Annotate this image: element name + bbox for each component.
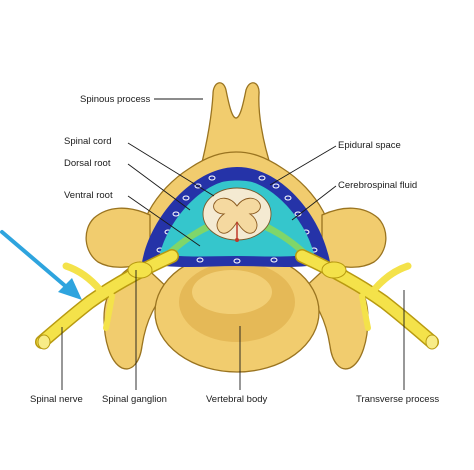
label-spinal-nerve: Spinal nerve [30, 394, 83, 405]
label-spinal-cord: Spinal cord [64, 136, 112, 147]
right-transverse-process-shape [321, 207, 387, 268]
left-nerve-branch-2 [103, 293, 115, 331]
leader-lines [61, 98, 405, 390]
labels: Spinous process Spinal cord Dorsal root … [30, 94, 439, 405]
spinous-process-shape [199, 82, 273, 171]
leader-epidural-space [269, 145, 337, 186]
leader-ventral-root [127, 195, 201, 247]
label-epidural-space: Epidural space [338, 140, 401, 151]
right-spinal-ganglion [321, 261, 347, 279]
left-nerve-cut-end [37, 334, 51, 350]
label-ventral-root: Ventral root [64, 190, 113, 201]
leader-dorsal-root [127, 163, 191, 211]
left-spinal-ganglion [127, 261, 153, 279]
leader-csf [291, 185, 337, 221]
label-dorsal-root: Dorsal root [64, 158, 111, 169]
right-nerve-branch [370, 262, 412, 294]
label-transverse-process: Transverse process [356, 394, 439, 405]
left-spinal-nerve-inner [36, 250, 178, 348]
spinal-nerves [35, 249, 439, 350]
spinal-canal [142, 167, 330, 267]
nerve-root-band-right [260, 220, 306, 254]
label-vertebral-body: Vertebral body [206, 394, 268, 405]
leader-spinal-cord [127, 142, 215, 197]
right-nerve-cut-end [425, 334, 439, 350]
arrow-icon [0, 230, 82, 300]
left-transverse-process-shape [85, 207, 151, 268]
nerve-root-band-left [168, 220, 214, 254]
vertebral-body-highlight [192, 270, 272, 314]
left-nerve-branch [62, 262, 104, 294]
label-cerebrospinal-fluid: Cerebrospinal fluid [338, 180, 417, 191]
label-spinal-ganglion: Spinal ganglion [102, 394, 167, 405]
right-spinal-nerve-inner [296, 250, 438, 348]
label-spinous-process: Spinous process [80, 94, 150, 105]
central-canal-dot [235, 238, 239, 242]
right-nerve-branch-2 [359, 293, 371, 331]
